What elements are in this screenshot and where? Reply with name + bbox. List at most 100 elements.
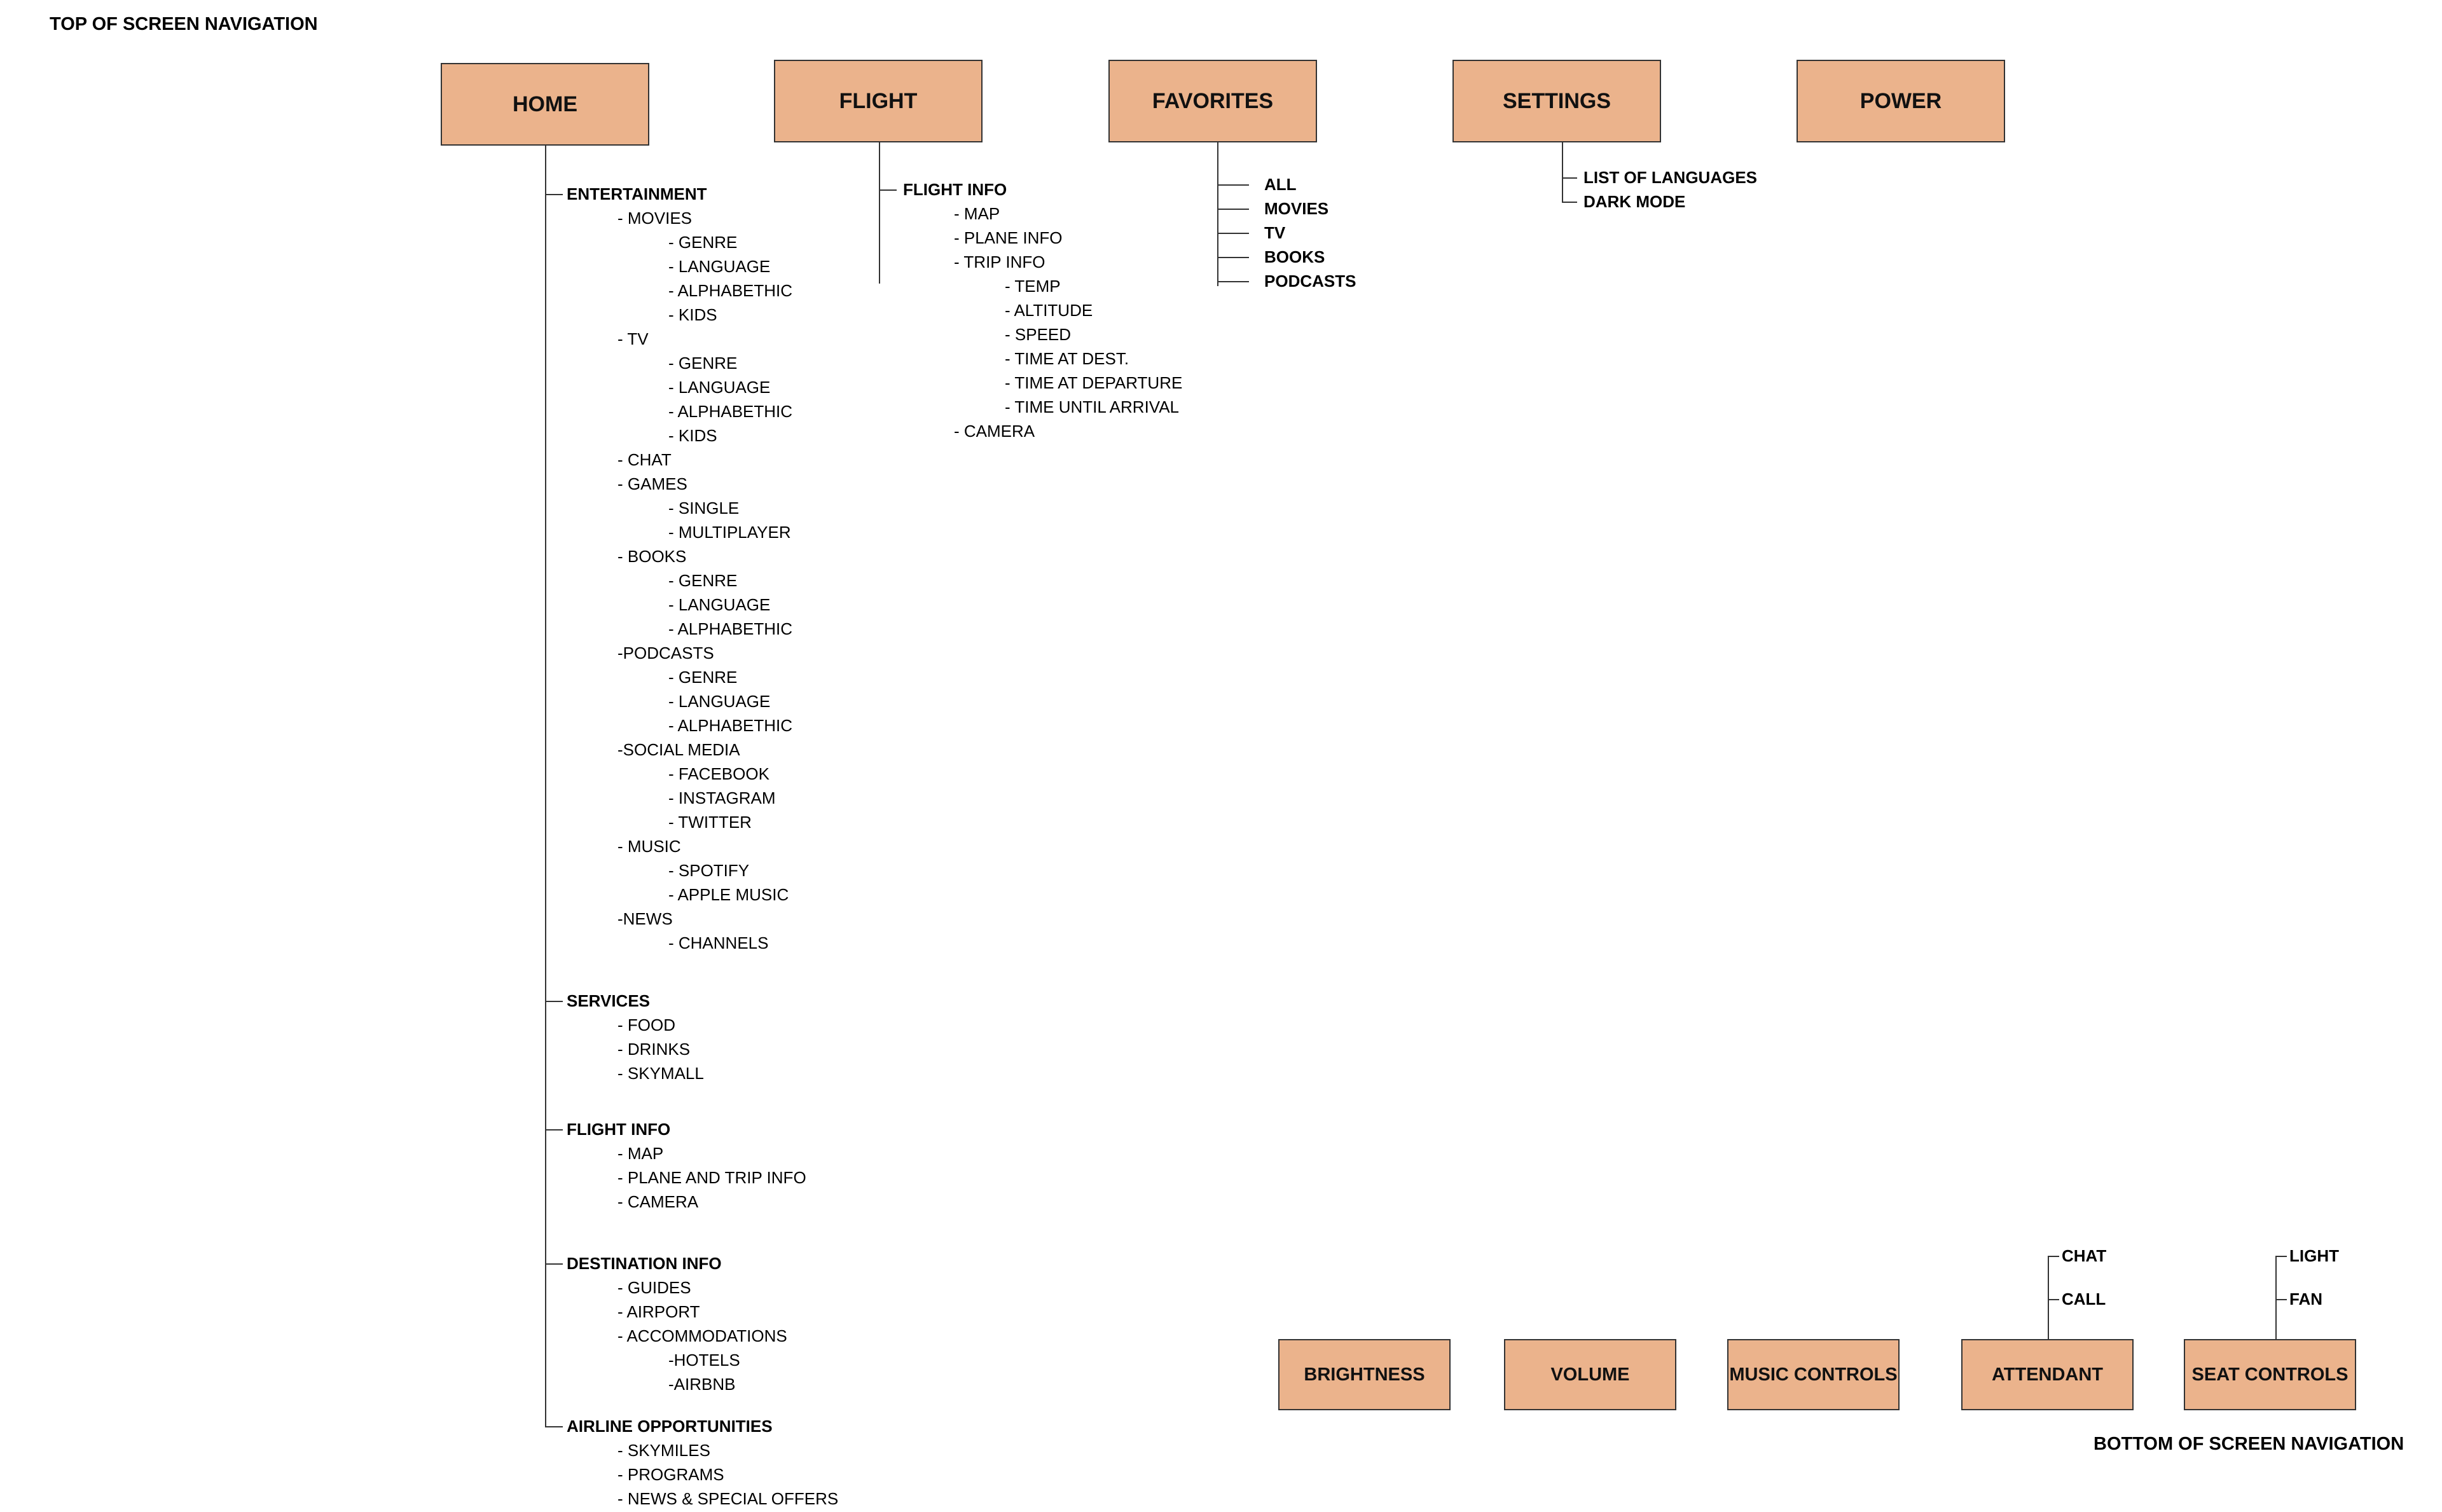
home-tree-item: - FACEBOOK (668, 764, 769, 783)
favorites-branch (1217, 281, 1249, 282)
home-tree-item: - SKYMALL (617, 1064, 704, 1083)
volume-box[interactable]: VOLUME (1504, 1339, 1676, 1410)
settings-item-dark-mode: DARK MODE (1583, 192, 1686, 211)
home-tree-item: - GENRE (668, 571, 738, 590)
home-tree-item: - TWITTER (668, 813, 752, 832)
home-tree-item: -SOCIAL MEDIA (617, 740, 740, 759)
home-tree-item: - GENRE (668, 354, 738, 373)
flight-tree-item: - TIME AT DEST. (1005, 349, 1129, 368)
brightness-box[interactable]: BRIGHTNESS (1278, 1339, 1451, 1410)
home-tree-item: - ALPHABETHIC (668, 619, 793, 638)
home-tree-item: - LANGUAGE (668, 692, 771, 711)
flight-tree-item: - TIME UNTIL ARRIVAL (1005, 397, 1180, 416)
home-tree-item: - CHAT (617, 450, 672, 469)
flight-tree-item: - CAMERA (954, 422, 1035, 441)
attendant-box[interactable]: ATTENDANT (1961, 1339, 2134, 1410)
attendant-item-call: CALL (2062, 1289, 2106, 1309)
home-branch (545, 1426, 563, 1427)
home-branch (545, 1129, 563, 1131)
home-tree-item: -NEWS (617, 909, 673, 928)
settings-branch (1562, 177, 1577, 179)
home-tree-item: - ACCOMMODATIONS (617, 1326, 787, 1345)
seat-branch (2275, 1299, 2287, 1300)
home-tree-item: - FOOD (617, 1015, 675, 1034)
home-tree-item: - SKYMILES (617, 1441, 710, 1460)
home-tree-item: -PODCASTS (617, 643, 714, 663)
home-tree-item: - GAMES (617, 474, 687, 493)
settings-branch (1562, 202, 1577, 203)
favorites-item-podcasts: PODCASTS (1264, 271, 1356, 291)
home-tree-item: - DRINKS (617, 1040, 691, 1059)
favorites-box[interactable]: FAVORITES (1108, 60, 1317, 142)
home-tree-item: - LANGUAGE (668, 378, 771, 397)
favorites-item-tv: TV (1264, 223, 1286, 242)
home-tree-item: - ALPHABETHIC (668, 402, 793, 421)
home-branch (545, 1001, 563, 1002)
home-tree-item: - ALPHABETHIC (668, 281, 793, 300)
flight-box[interactable]: FLIGHT (774, 60, 983, 142)
seat-item-light: LIGHT (2289, 1246, 2339, 1265)
flight-tree-item: - MAP (954, 204, 1000, 223)
home-tree-item: - ALPHABETHIC (668, 716, 793, 735)
favorites-branch (1217, 209, 1249, 210)
home-tree-item: - NEWS & SPECIAL OFFERS (617, 1489, 839, 1508)
bottom-nav-title: BOTTOM OF SCREEN NAVIGATION (2094, 1434, 2404, 1454)
home-tree-item: - PROGRAMS (617, 1465, 724, 1484)
home-tree-item: -HOTELS (668, 1350, 740, 1370)
home-tree-item: - KIDS (668, 305, 717, 324)
seat-controls-box[interactable]: SEAT CONTROLS (2184, 1339, 2356, 1410)
home-branch (545, 1263, 563, 1265)
attendant-branch (2048, 1299, 2059, 1300)
favorites-branch (1217, 184, 1249, 186)
home-tree-item: - LANGUAGE (668, 595, 771, 614)
home-tree-item: -AIRBNB (668, 1375, 736, 1394)
home-tree-line (545, 146, 546, 1426)
flight-info-heading: FLIGHT INFO (903, 180, 1007, 199)
home-tree-item: - MAP (617, 1144, 664, 1163)
power-box[interactable]: POWER (1797, 60, 2005, 142)
home-branch (545, 194, 563, 195)
home-flight-info-heading: FLIGHT INFO (567, 1120, 671, 1139)
home-box[interactable]: HOME (441, 63, 649, 146)
home-tree-item: - AIRPORT (617, 1302, 700, 1321)
favorites-branch (1217, 233, 1249, 234)
attendant-branch (2048, 1256, 2059, 1257)
home-tree-item: - CHANNELS (668, 933, 769, 952)
home-tree-item: - PLANE AND TRIP INFO (617, 1168, 806, 1187)
favorites-item-all: ALL (1264, 175, 1297, 194)
favorites-item-books: BOOKS (1264, 247, 1325, 266)
home-services-heading: SERVICES (567, 991, 651, 1010)
home-tree-item: - SINGLE (668, 498, 740, 518)
top-nav-title: TOP OF SCREEN NAVIGATION (50, 14, 318, 34)
favorites-tree-line (1217, 142, 1218, 286)
home-tree-item: - APPLE MUSIC (668, 885, 789, 904)
settings-item-languages: LIST OF LANGUAGES (1583, 168, 1757, 187)
flight-tree-item: - PLANE INFO (954, 228, 1063, 247)
home-tree-item: - MUSIC (617, 837, 681, 856)
home-tree-item: - CAMERA (617, 1192, 699, 1211)
home-tree-item: - GENRE (668, 668, 738, 687)
home-tree-item: - TV (617, 329, 649, 348)
flight-tree-item: - TEMP (1005, 277, 1061, 296)
flight-tree-item: - TIME AT DEPARTURE (1005, 373, 1183, 392)
flight-branch (879, 189, 897, 191)
flight-tree-item: - SPEED (1005, 325, 1072, 344)
home-airline-opportunities-heading: AIRLINE OPPORTUNITIES (567, 1417, 773, 1436)
flight-tree-line (879, 142, 880, 284)
flight-tree-item: - TRIP INFO (954, 252, 1045, 271)
favorites-branch (1217, 257, 1249, 258)
home-destination-info-heading: DESTINATION INFO (567, 1254, 722, 1273)
home-tree-item: - MULTIPLAYER (668, 523, 791, 542)
attendant-tree-line (2048, 1256, 2049, 1339)
home-tree-item: - GENRE (668, 233, 738, 252)
settings-box[interactable]: SETTINGS (1452, 60, 1661, 142)
seat-item-fan: FAN (2289, 1289, 2322, 1309)
seat-tree-line (2275, 1256, 2277, 1339)
home-tree-item: - MOVIES (617, 209, 693, 228)
attendant-item-chat: CHAT (2062, 1246, 2107, 1265)
home-tree-item: - BOOKS (617, 547, 687, 566)
music-controls-box[interactable]: MUSIC CONTROLS (1727, 1339, 1900, 1410)
settings-tree-line (1562, 142, 1563, 202)
seat-branch (2275, 1256, 2287, 1257)
home-tree-item: - INSTAGRAM (668, 788, 776, 808)
